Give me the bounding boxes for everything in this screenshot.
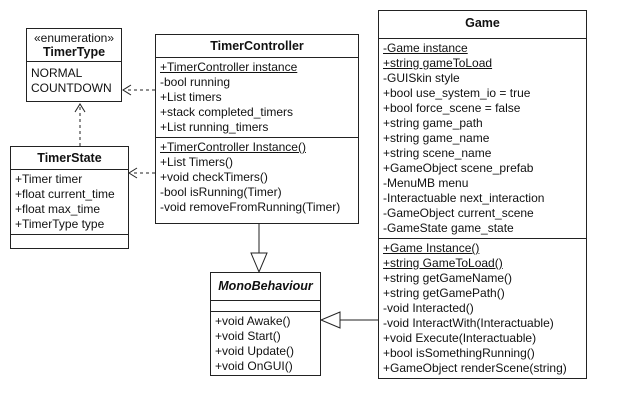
timertype-name: TimerType xyxy=(42,45,106,59)
method: +List Timers() xyxy=(160,155,234,169)
attribute: +stack completed_timers xyxy=(160,105,294,119)
attribute: +string game_path xyxy=(383,116,483,130)
timercontroller-header: TimerController xyxy=(210,39,304,53)
inheritance-timercontroller-to-monobehaviour xyxy=(250,224,268,274)
method: -void Interacted() xyxy=(383,301,474,315)
method: +string getGameName() xyxy=(383,271,513,285)
game-header: Game xyxy=(465,16,500,30)
method: +void Update() xyxy=(215,344,295,358)
attribute: -bool running xyxy=(160,75,231,89)
inheritance-game-to-monobehaviour xyxy=(319,311,378,329)
method: +void OnGUI() xyxy=(215,359,293,373)
attribute: +float max_time xyxy=(15,202,101,216)
dependency-timerstate-to-timertype xyxy=(74,103,86,146)
attribute: -Interactuable next_interaction xyxy=(383,191,545,205)
attribute: +string game_name xyxy=(383,131,490,145)
timerstate-header: TimerState xyxy=(37,151,102,165)
attribute: -MenuMB menu xyxy=(383,176,469,190)
timertype-class[interactable]: «enumeration» TimerType NORMAL COUNTDOWN xyxy=(26,28,122,102)
method: -void InteractWith(Interactuable) xyxy=(383,316,554,330)
timertype-stereotype: «enumeration» xyxy=(33,31,115,45)
monobehaviour-attributes xyxy=(211,300,320,311)
enum-value: NORMAL xyxy=(31,66,83,80)
attribute: -GameObject current_scene xyxy=(383,206,534,220)
attribute: +float current_time xyxy=(15,187,115,201)
method: +string GameToLoad() xyxy=(383,256,503,270)
attribute: +List timers xyxy=(160,90,222,104)
method: +bool isSomethingRunning() xyxy=(383,346,535,360)
timercontroller-attributes: +TimerController instance -bool running … xyxy=(156,57,358,137)
game-attributes: -Game instance +string gameToLoad -GUISk… xyxy=(379,38,586,238)
method: -bool isRunning(Timer) xyxy=(160,185,282,199)
method: +void Awake() xyxy=(215,314,291,328)
monobehaviour-methods: +void Awake() +void Start() +void Update… xyxy=(211,311,320,376)
attribute: +List running_timers xyxy=(160,120,269,134)
dependency-timercontroller-to-timerstate xyxy=(128,167,155,179)
attribute: +TimerType type xyxy=(15,217,105,231)
method: +GameObject renderScene(string) xyxy=(383,361,567,375)
timertype-values: NORMAL COUNTDOWN xyxy=(27,61,121,98)
timerstate-methods xyxy=(11,234,128,245)
monobehaviour-class[interactable]: MonoBehaviour +void Awake() +void Start(… xyxy=(210,272,321,376)
method: +Game Instance() xyxy=(383,241,480,255)
attribute: +bool use_system_io = true xyxy=(383,86,531,100)
attribute: +TimerController instance xyxy=(160,60,298,74)
attribute: -GUISkin style xyxy=(383,71,460,85)
timercontroller-class[interactable]: TimerController +TimerController instanc… xyxy=(155,34,359,224)
attribute: +string scene_name xyxy=(383,146,492,160)
game-class[interactable]: Game -Game instance +string gameToLoad -… xyxy=(378,10,587,379)
monobehaviour-header: MonoBehaviour xyxy=(218,279,313,293)
attribute: +Timer timer xyxy=(15,172,83,186)
attribute: -Game instance xyxy=(383,41,468,55)
method: +void Execute(Interactuable) xyxy=(383,331,537,345)
dependency-timercontroller-to-timertype xyxy=(122,84,155,96)
method: +TimerController Instance() xyxy=(160,140,306,154)
method: +void checkTimers() xyxy=(160,170,268,184)
timertype-header: «enumeration» TimerType xyxy=(27,29,121,61)
method: +void Start() xyxy=(215,329,281,343)
timercontroller-methods: +TimerController Instance() +List Timers… xyxy=(156,137,358,217)
attribute: -GameState game_state xyxy=(383,221,514,235)
attribute: +bool force_scene = false xyxy=(383,101,521,115)
method: +string getGamePath() xyxy=(383,286,505,300)
enum-value: COUNTDOWN xyxy=(31,81,112,95)
game-methods: +Game Instance() +string GameToLoad() +s… xyxy=(379,238,586,378)
timerstate-class[interactable]: TimerState +Timer timer +float current_t… xyxy=(10,146,129,249)
attribute: +string gameToLoad xyxy=(383,56,493,70)
method: -void removeFromRunning(Timer) xyxy=(160,200,341,214)
timerstate-attributes: +Timer timer +float current_time +float … xyxy=(11,169,128,234)
attribute: +GameObject scene_prefab xyxy=(383,161,534,175)
